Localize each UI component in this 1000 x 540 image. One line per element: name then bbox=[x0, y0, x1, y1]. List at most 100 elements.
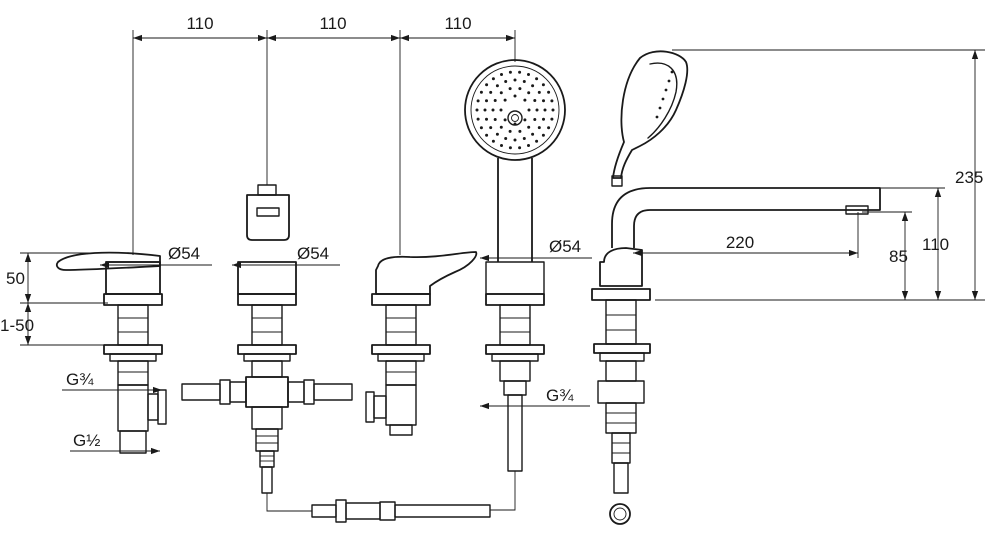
nozzle-dot bbox=[479, 126, 483, 130]
nozzle-dot bbox=[523, 118, 527, 122]
thread-label-g34-left: G¾ bbox=[66, 370, 94, 389]
top-spacing-dimensions: 110 110 110 bbox=[132, 14, 516, 255]
nozzle-dot bbox=[485, 83, 489, 87]
nozzle-dot bbox=[658, 106, 662, 110]
nozzle-dot bbox=[527, 73, 530, 76]
nozzle-dot bbox=[513, 138, 517, 142]
nozzle-dot bbox=[535, 108, 539, 112]
nozzle-dot bbox=[508, 146, 512, 150]
mixer-valve-left bbox=[55, 251, 167, 454]
nozzle-dot bbox=[533, 118, 537, 121]
nozzle-dot bbox=[513, 94, 517, 98]
nozzle-dot bbox=[476, 117, 480, 121]
handle-height-label: 50 bbox=[6, 269, 25, 288]
nozzle-dot bbox=[537, 126, 541, 130]
height-outlet-label: 85 bbox=[889, 247, 908, 266]
nozzle-dot bbox=[543, 108, 547, 112]
nozzle-dot bbox=[499, 108, 503, 112]
shower-side-nozzles bbox=[655, 70, 674, 119]
mixer-valve-right bbox=[365, 251, 478, 436]
height-spout-label: 110 bbox=[922, 235, 949, 254]
hand-shower-holder bbox=[266, 59, 566, 523]
nozzle-dot bbox=[550, 99, 554, 103]
thread-dimensions: G¾ G½ G¾ bbox=[62, 370, 590, 455]
nozzle-dot bbox=[667, 79, 671, 83]
deck-thickness-label: 1-50 bbox=[0, 316, 34, 335]
nozzle-dot bbox=[503, 118, 507, 122]
nozzle-dot bbox=[489, 126, 493, 130]
diverter-valve bbox=[181, 184, 353, 494]
nozzle-dot bbox=[499, 91, 503, 95]
nozzle-dot bbox=[527, 91, 531, 95]
bath-spout bbox=[591, 50, 881, 525]
nozzle-dot bbox=[527, 144, 530, 147]
nozzle-dot bbox=[522, 137, 526, 140]
nozzle-dot bbox=[670, 70, 674, 74]
nozzle-dot bbox=[504, 137, 508, 140]
nozzle-dot bbox=[535, 139, 539, 143]
nozzle-dot bbox=[489, 90, 493, 94]
nozzle-dot bbox=[541, 133, 545, 137]
spacing-dimension-2: 110 bbox=[319, 14, 346, 33]
nozzle-dot bbox=[508, 129, 512, 133]
nozzle-dot bbox=[527, 125, 531, 129]
thread-label-g12: G½ bbox=[73, 431, 100, 450]
nozzle-dot bbox=[551, 108, 555, 112]
nozzle-dot bbox=[542, 117, 545, 121]
nozzle-dot bbox=[491, 77, 495, 81]
nozzle-dot bbox=[655, 115, 659, 119]
nozzle-dot bbox=[493, 118, 497, 121]
nozzle-dot bbox=[495, 132, 499, 136]
nozzle-dot bbox=[531, 84, 535, 88]
nozzle-dot bbox=[513, 78, 517, 82]
nozzle-dot bbox=[493, 99, 497, 102]
nozzle-dot bbox=[518, 70, 522, 74]
nozzle-dot bbox=[533, 99, 537, 102]
nozzle-dot bbox=[664, 88, 668, 92]
nozzle-dot bbox=[485, 133, 489, 137]
nozzle-dot bbox=[518, 129, 522, 133]
diameter-dimensions: Ø54 Ø54 Ø54 bbox=[100, 237, 592, 269]
spacing-dimension-1: 110 bbox=[186, 14, 213, 33]
nozzle-dot bbox=[504, 80, 508, 83]
spout-reach-dimension: 220 bbox=[633, 212, 859, 258]
right-height-dimensions: 235 110 85 bbox=[655, 49, 985, 301]
nozzle-dot bbox=[485, 99, 488, 103]
nozzle-dot bbox=[508, 70, 512, 74]
nozzle-dot bbox=[661, 97, 665, 101]
nozzle-dot bbox=[485, 117, 488, 121]
nozzle-dot bbox=[541, 83, 545, 87]
nozzle-dot bbox=[523, 98, 527, 102]
diameter-label-2: Ø54 bbox=[297, 244, 329, 263]
nozzle-dot bbox=[483, 108, 487, 112]
nozzle-dot bbox=[500, 144, 503, 147]
nozzle-dot bbox=[491, 139, 495, 143]
nozzle-dot bbox=[550, 117, 554, 121]
nozzle-dot bbox=[479, 90, 483, 94]
nozzle-dot bbox=[547, 126, 551, 130]
nozzle-dot bbox=[495, 84, 499, 88]
height-total-label: 235 bbox=[955, 168, 983, 187]
nozzle-dot bbox=[475, 108, 479, 112]
nozzle-dot bbox=[508, 87, 512, 91]
nozzle-dot bbox=[503, 98, 507, 102]
diameter-label-1: Ø54 bbox=[168, 244, 200, 263]
thread-label-g34-right: G¾ bbox=[546, 386, 574, 405]
diameter-label-3: Ø54 bbox=[549, 237, 581, 256]
spacing-dimension-3: 110 bbox=[444, 14, 471, 33]
nozzle-dot bbox=[542, 99, 545, 103]
nozzle-dot bbox=[491, 108, 495, 112]
nozzle-dot bbox=[499, 125, 503, 129]
nozzle-dot bbox=[476, 99, 480, 103]
spout-reach-label: 220 bbox=[726, 233, 754, 252]
nozzle-dot bbox=[537, 90, 541, 94]
left-height-dimensions: 50 1-50 bbox=[0, 252, 120, 346]
nozzle-dot bbox=[522, 80, 526, 83]
nozzle-dot bbox=[535, 77, 539, 81]
nozzle-dot bbox=[500, 73, 503, 76]
nozzle-dot bbox=[518, 87, 522, 91]
shower-nozzle-pattern bbox=[475, 70, 555, 150]
nozzle-dot bbox=[547, 90, 551, 94]
nozzle-dot bbox=[518, 146, 522, 150]
